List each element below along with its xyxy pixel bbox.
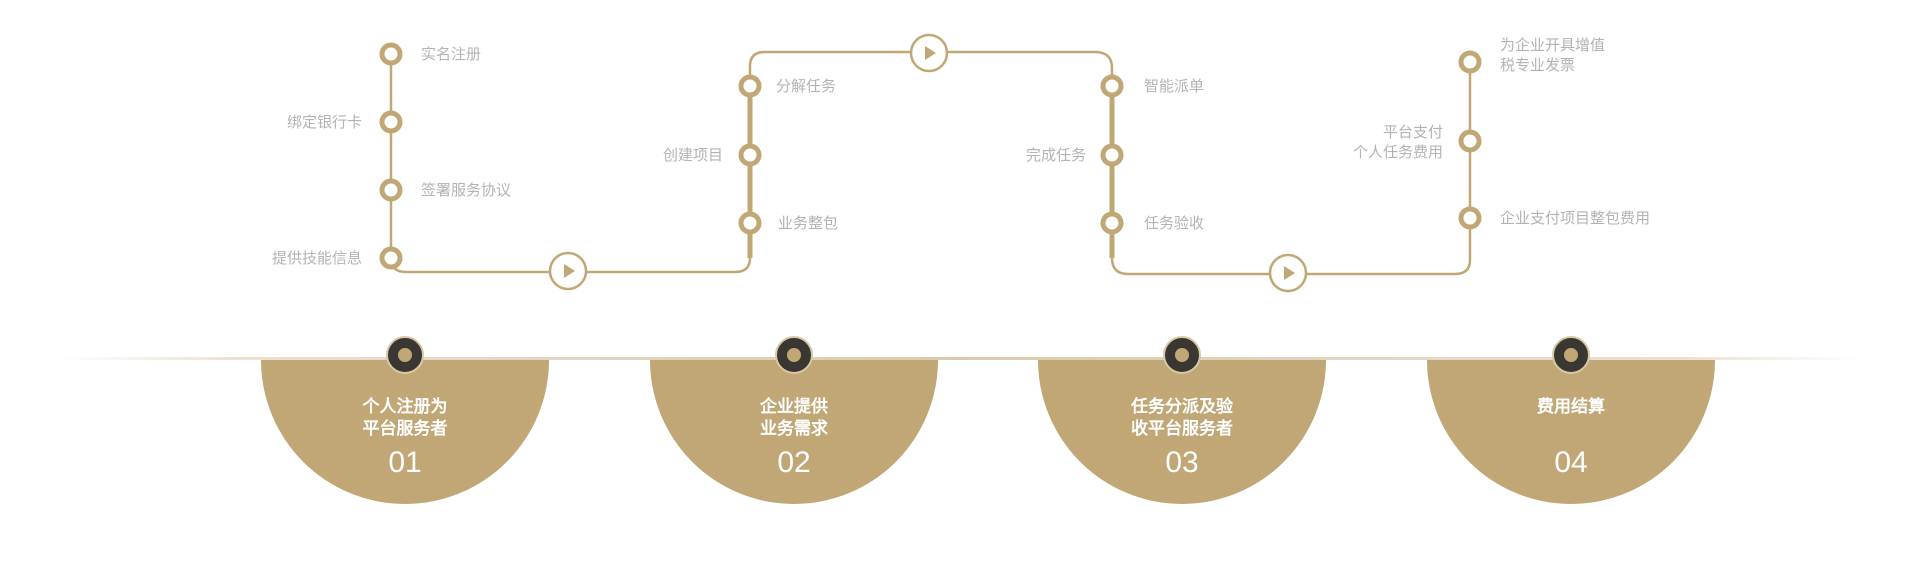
ring-node-icon <box>1458 206 1482 230</box>
ring-node-icon <box>738 74 762 98</box>
play-arrow-icon <box>909 33 949 73</box>
stage-number: 04 <box>1554 446 1588 479</box>
step-label: 任务验收 <box>1144 214 1205 232</box>
step-label: 分解任务 <box>776 77 837 95</box>
stage-title: 企业提供 业务需求 <box>760 397 828 439</box>
step-label: 完成任务 <box>1025 146 1086 164</box>
step-label: 创建项目 <box>662 146 723 164</box>
step-label: 签署服务协议 <box>421 181 512 199</box>
stage-number: 01 <box>388 446 422 479</box>
connector-1-2 <box>389 50 1114 274</box>
ring-node-icon <box>1100 211 1124 235</box>
play-arrow-icon <box>548 251 588 291</box>
stage-marker-icon <box>775 336 813 374</box>
step-label: 企业支付项目整包费用 <box>1500 209 1651 227</box>
stage-marker-icon <box>386 336 424 374</box>
step-label: 平台支付 个人任务费用 <box>1352 123 1443 161</box>
ring-node-icon <box>738 211 762 235</box>
step-label: 为企业开具增值 税专业发票 <box>1500 36 1606 74</box>
stage-number: 03 <box>1165 446 1199 479</box>
ring-node-icon <box>1458 129 1482 153</box>
ring-node-icon <box>379 42 403 66</box>
step-label: 智能派单 <box>1144 77 1205 95</box>
connector-3-4 <box>1110 62 1472 276</box>
stage-title: 个人注册为 平台服务者 <box>362 397 448 439</box>
ring-node-icon <box>379 246 403 270</box>
step-label: 提供技能信息 <box>271 249 362 267</box>
step-label: 实名注册 <box>421 45 482 63</box>
stage-marker-icon <box>1552 336 1590 374</box>
ring-node-icon <box>1458 50 1482 74</box>
ring-node-icon <box>379 110 403 134</box>
stage-number: 02 <box>777 446 811 479</box>
stage-marker-icon <box>1163 336 1201 374</box>
stage-title: 费用结算 <box>1537 397 1605 417</box>
timeline-baseline <box>60 357 1860 360</box>
step-label: 业务整包 <box>778 214 839 232</box>
ring-node-icon <box>1100 143 1124 167</box>
play-arrow-icon <box>1268 253 1308 293</box>
ring-node-icon <box>1100 74 1124 98</box>
ring-node-icon <box>738 143 762 167</box>
ring-node-icon <box>379 178 403 202</box>
step-label: 绑定银行卡 <box>286 113 362 131</box>
stage-title: 任务分派及验 收平台服务者 <box>1131 397 1233 439</box>
